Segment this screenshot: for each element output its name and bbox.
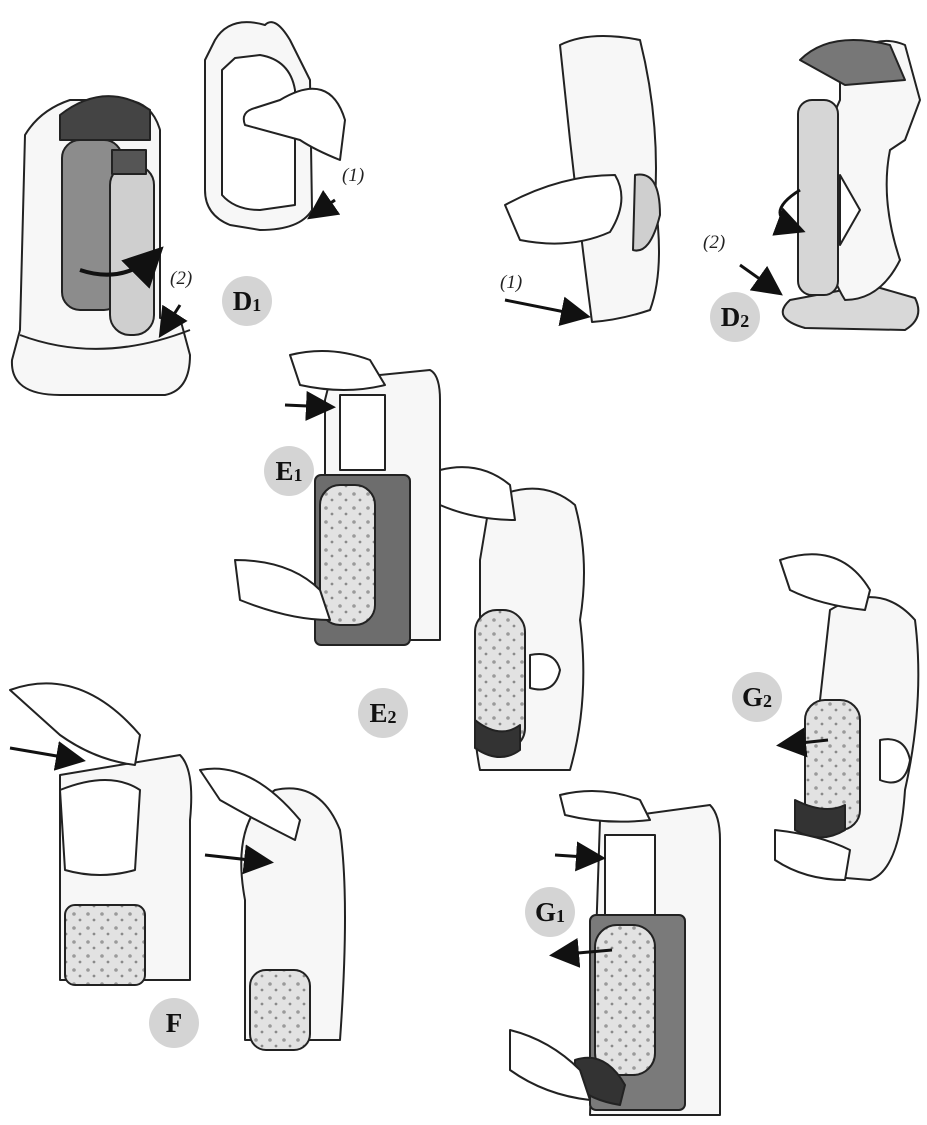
g1-arrow-icon-1 — [555, 855, 600, 858]
f-arrow-icon-1 — [10, 748, 80, 760]
d1-arrow-icon-1 — [312, 200, 335, 216]
d1-back-cover — [205, 22, 345, 230]
d2-machine — [783, 40, 920, 330]
d1-machine-open — [12, 96, 190, 395]
f-machine-right — [200, 769, 345, 1050]
callout-d2-1: (1) — [500, 272, 522, 294]
e2-machine — [440, 467, 584, 770]
d2-back-cover — [505, 36, 660, 322]
d2-arrow-icon-2 — [740, 265, 778, 292]
callout-d1-2: (2) — [170, 268, 192, 290]
d2-arrow-icon-1 — [505, 300, 585, 316]
callout-d1-1: (1) — [342, 165, 364, 187]
g2-machine — [775, 554, 918, 880]
g1-machine — [510, 791, 720, 1115]
e1-arrow-icon — [285, 405, 330, 407]
callout-d2-2: (2) — [703, 232, 725, 254]
e1-machine — [235, 351, 440, 645]
f-machine-left — [10, 683, 191, 985]
step-badge-f: F — [149, 998, 199, 1048]
